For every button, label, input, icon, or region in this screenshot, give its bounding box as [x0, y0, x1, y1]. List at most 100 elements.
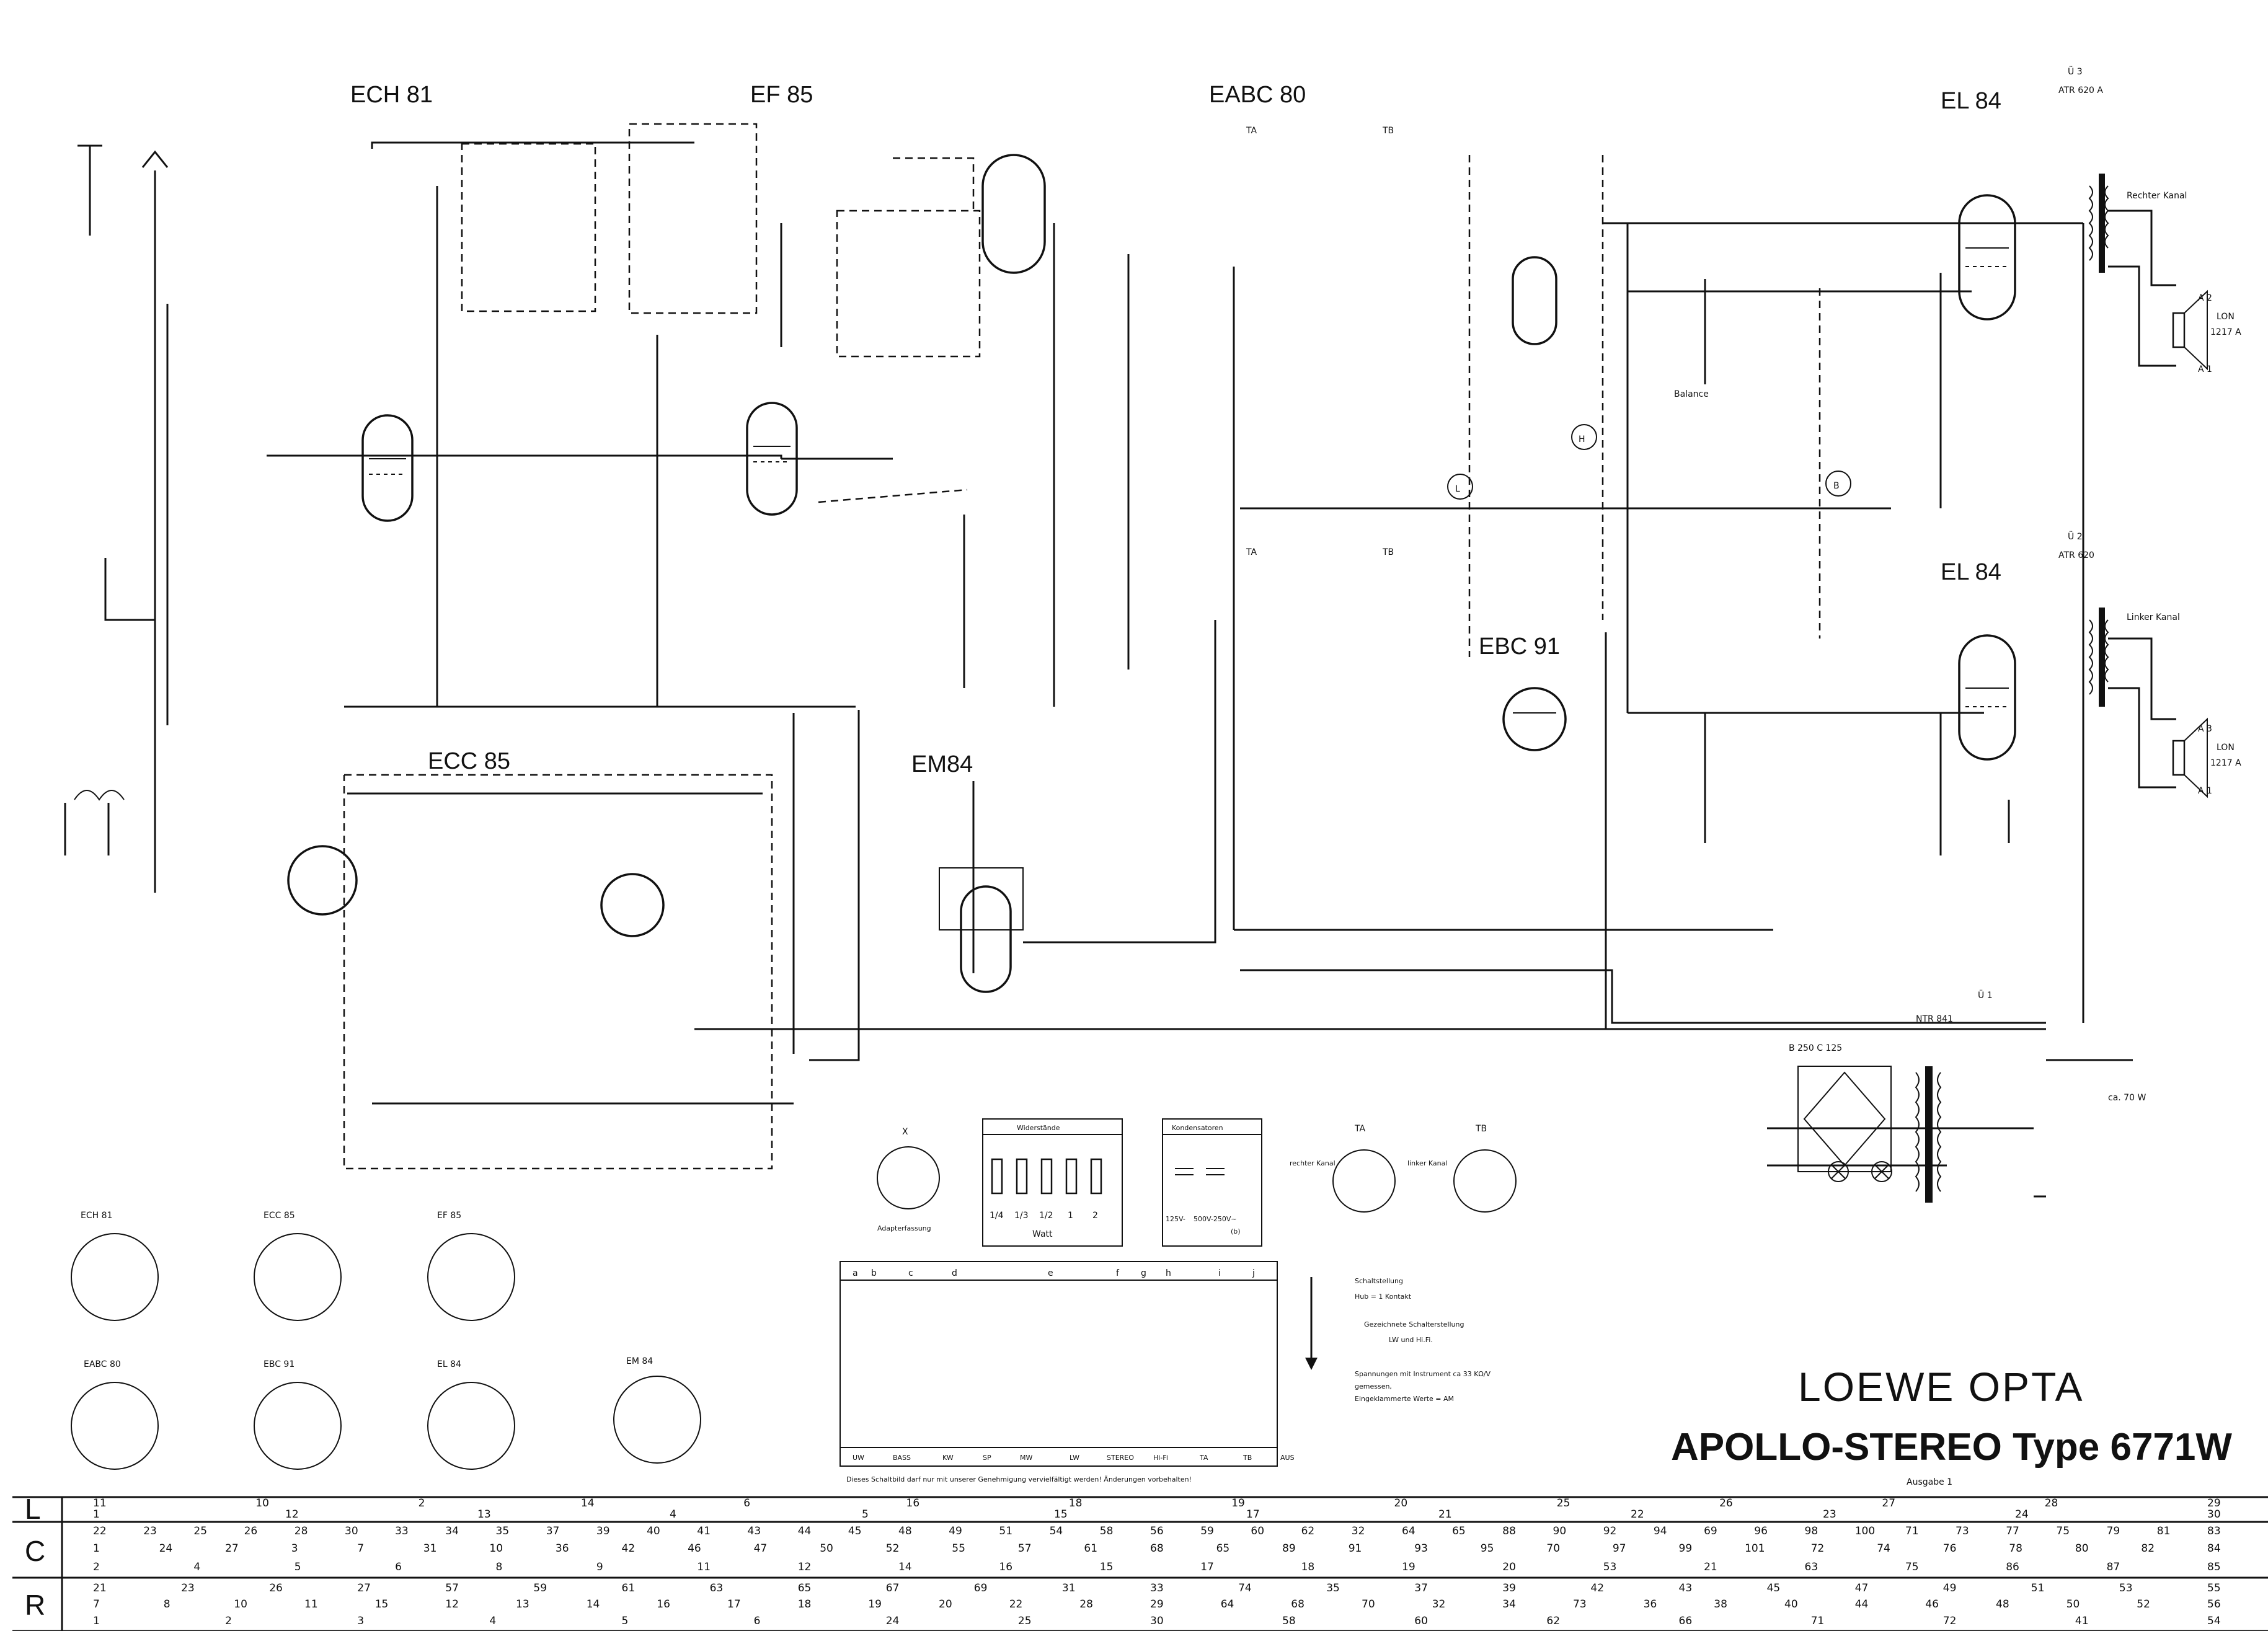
grid-number: 76 [1943, 1542, 1957, 1555]
grid-number: 29 [2207, 1497, 2221, 1509]
shield-boxes [343, 123, 1821, 1170]
grid-number: 4 [670, 1508, 676, 1521]
grid-number: 70 [1546, 1542, 1560, 1555]
grid-number: 56 [1150, 1525, 1164, 1537]
antenna-symbols [78, 144, 169, 236]
tube-label-el84-top: EL 84 [1941, 88, 2001, 114]
adapter-socket: X Adapterfassung [877, 1127, 940, 1232]
grid-number: 10 [489, 1542, 503, 1555]
grid-number: 56 [2207, 1598, 2221, 1611]
transformer-u1-type: NTR 841 [1916, 1014, 1953, 1024]
grid-number: 37 [546, 1525, 560, 1537]
grid-number: 3 [291, 1542, 298, 1555]
transformer-u2-type: ATR 620 [2058, 550, 2094, 560]
svg-text:Hub = 1 Kontakt: Hub = 1 Kontakt [1355, 1293, 1412, 1301]
grid-number: 12 [445, 1598, 459, 1611]
grid-number: 53 [2119, 1582, 2133, 1594]
grid-number: 89 [1282, 1542, 1296, 1555]
grid-number: 15 [375, 1598, 389, 1611]
tube-label-em84: EM84 [911, 751, 973, 777]
grid-number: 65 [1452, 1525, 1466, 1537]
grid-number: 28 [295, 1525, 308, 1537]
grid-number: 5 [622, 1615, 629, 1627]
dipole-input-l1 [64, 790, 125, 855]
grid-number: 53 [1603, 1561, 1617, 1573]
grid-number: 6 [395, 1561, 402, 1573]
grid-number: 73 [1573, 1598, 1587, 1611]
svg-text:BASS: BASS [893, 1454, 911, 1462]
grid-number: 2 [225, 1615, 232, 1627]
grid-number: 62 [1546, 1615, 1560, 1627]
grid-row-label-c: C [25, 1535, 45, 1567]
transformer-u3-label: Ü 3 [2068, 66, 2083, 77]
resistor-legend: Widerstände 1/4 1/3 1/2 1 2 Watt [982, 1118, 1123, 1247]
grid-number: 44 [798, 1525, 812, 1537]
svg-text:X: X [902, 1127, 908, 1137]
grid-number: 60 [1414, 1615, 1428, 1627]
svg-text:gemessen,: gemessen, [1355, 1382, 1392, 1390]
grid-number: 8 [496, 1561, 503, 1573]
svg-text:1: 1 [1068, 1211, 1073, 1221]
tube-label-eabc80: EABC 80 [1209, 82, 1306, 108]
grid-number: 82 [2141, 1542, 2155, 1555]
grid-number: 73 [1956, 1525, 1969, 1537]
transformer-u1-label: Ü 1 [1978, 989, 1993, 1001]
grid-number: 63 [1805, 1561, 1818, 1573]
grid-number: 62 [1301, 1525, 1315, 1537]
input-ta-bottom: TA [1246, 547, 1257, 557]
grid-number: 13 [516, 1598, 529, 1611]
grid-number: 30 [345, 1525, 358, 1537]
grid-number: 21 [1704, 1561, 1717, 1573]
grid-number: 87 [2107, 1561, 2120, 1573]
tube-symbol-ecc85 [287, 845, 665, 937]
tube-symbol-em84 [939, 867, 1024, 993]
grid-number: 19 [1231, 1497, 1245, 1509]
grid-number: 50 [2066, 1598, 2080, 1611]
grid-number: 55 [952, 1542, 965, 1555]
grid-number: 42 [1590, 1582, 1604, 1594]
speaker-top [2172, 290, 2208, 371]
grid-number: 81 [2157, 1525, 2171, 1537]
grid-row-label-r: R [25, 1589, 45, 1621]
grid-number: 58 [1100, 1525, 1114, 1537]
grid-number: 96 [1754, 1525, 1768, 1537]
grid-number: 5 [295, 1561, 301, 1573]
switch-notes: Schaltstellung Hub = 1 Kontakt Gezeichne… [1305, 1277, 1491, 1403]
speaker-lon-bottom-num: 1217 A [2210, 758, 2241, 768]
grid-number: 27 [357, 1582, 371, 1594]
grid-number: 3 [357, 1615, 364, 1627]
grid-number: 45 [1767, 1582, 1781, 1594]
grid-number: 11 [93, 1497, 107, 1509]
tube-pinouts: ECH 81 ECC 85 EF 85 EABC 80 EBC 91 EL 84… [71, 1211, 701, 1470]
grid-number: 33 [1150, 1582, 1164, 1594]
tube-symbol-eabc80 [981, 154, 1046, 274]
grid-number: 12 [285, 1508, 299, 1521]
grid-number: 40 [647, 1525, 660, 1537]
grid-footer: L C R [12, 1493, 2268, 1631]
grid-number: 20 [1502, 1561, 1516, 1573]
grid-number: 26 [269, 1582, 283, 1594]
grid-number: 5 [862, 1508, 869, 1521]
svg-text:TB: TB [1243, 1454, 1252, 1462]
grid-number: 30 [1150, 1615, 1164, 1627]
grid-number: 16 [999, 1561, 1012, 1573]
svg-text:TA: TA [1354, 1124, 1365, 1134]
speaker-a2-label: A 2 [2198, 293, 2212, 303]
grid-number: 1 [93, 1508, 100, 1521]
grid-number: 29 [1150, 1598, 1164, 1611]
svg-text:H: H [1579, 435, 1585, 444]
grid-number: 78 [2009, 1542, 2022, 1555]
grid-number: 28 [1079, 1598, 1093, 1611]
speaker-lon-bottom: LON [2217, 743, 2235, 753]
circle-marker-l: L [1447, 474, 1473, 500]
grid-number: 84 [2207, 1542, 2221, 1555]
speaker-bottom [2172, 717, 2208, 798]
svg-text:c: c [908, 1268, 913, 1278]
input-ta-top: TA [1246, 126, 1257, 136]
grid-number: 14 [898, 1561, 912, 1573]
svg-text:Gezeichnete Schalterstellung: Gezeichnete Schalterstellung [1364, 1320, 1464, 1328]
svg-text:Watt: Watt [1032, 1229, 1053, 1239]
svg-text:ECC 85: ECC 85 [264, 1211, 295, 1221]
grid-number: 24 [159, 1542, 173, 1555]
grid-number: 86 [2006, 1561, 2019, 1573]
